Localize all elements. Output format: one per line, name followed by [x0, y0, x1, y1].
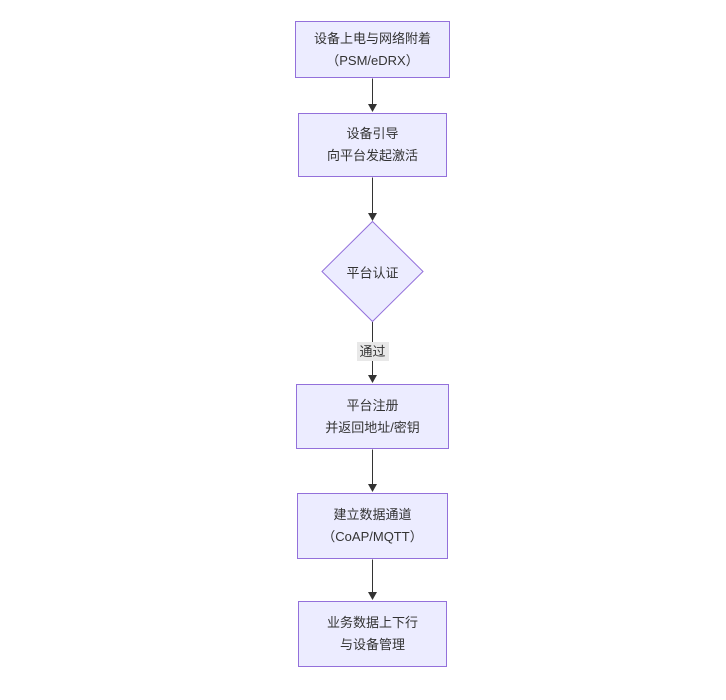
node-bootstrap: 设备引导 向平台发起激活: [298, 113, 447, 177]
node-label-line: 业务数据上下行: [326, 615, 418, 630]
arrowhead-icon: [368, 592, 377, 600]
node-platform-auth-label: 平台认证: [346, 265, 399, 280]
node-label-line: 与设备管理: [339, 637, 405, 652]
node-data-channel: 建立数据通道 （CoAP/MQTT）: [297, 493, 448, 559]
arrowhead-icon: [368, 213, 377, 221]
node-power-attach: 设备上电与网络附着 （PSM/eDRX）: [295, 21, 450, 78]
node-label-line: 设备引导: [346, 126, 399, 141]
arrowhead-icon: [368, 484, 377, 492]
node-label-line: 向平台发起激活: [326, 148, 418, 163]
arrowhead-icon: [368, 375, 377, 383]
node-label-line: 建立数据通道: [333, 507, 412, 522]
node-business-data: 业务数据上下行 与设备管理: [298, 601, 447, 667]
node-label-line: 并返回地址/密钥: [325, 419, 420, 435]
node-label-line: （PSM/eDRX）: [326, 52, 419, 68]
node-label-line: 设备上电与网络附着: [313, 30, 431, 46]
edge-label-pass: 通过: [356, 342, 389, 361]
decision-diamond-shape: [321, 220, 424, 323]
node-label-line: （CoAP/MQTT）: [322, 529, 423, 544]
node-platform-register: 平台注册 并返回地址/密钥: [296, 384, 449, 449]
arrowhead-icon: [368, 104, 377, 112]
node-label-line: 平台注册: [346, 397, 399, 413]
